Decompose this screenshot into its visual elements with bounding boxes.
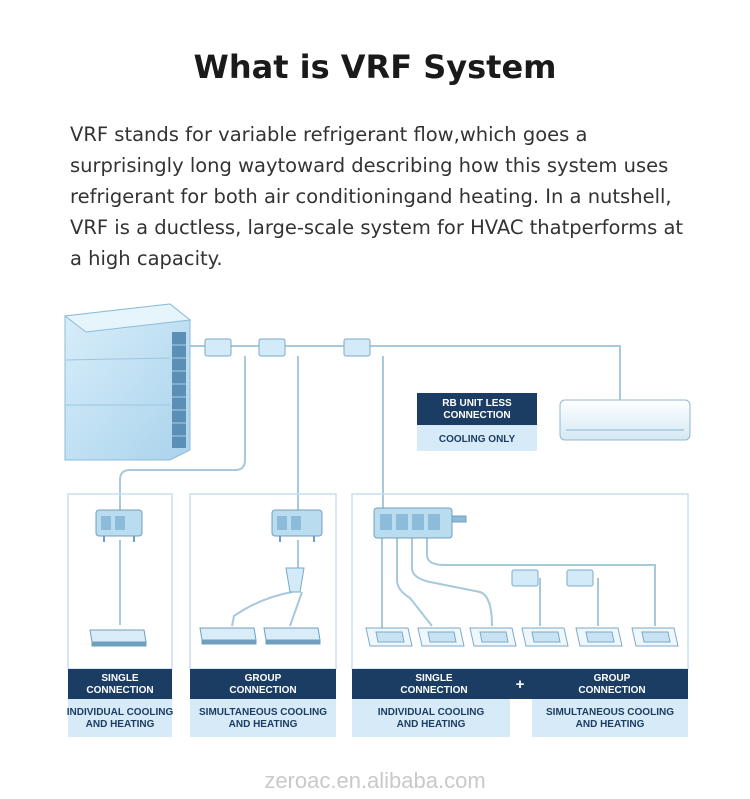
panel-4-desc-line2: AND HEATING <box>576 719 645 730</box>
cassette-unit-5 <box>575 627 623 647</box>
panel-1-desc-line2: AND HEATING <box>86 719 155 730</box>
rb-title-line2: CONNECTION <box>443 410 510 421</box>
ducted-unit-3 <box>263 627 321 645</box>
box-unit-1 <box>95 509 143 542</box>
cassette-unit-1 <box>365 627 413 647</box>
panel-4-title-line1: GROUP <box>594 673 631 684</box>
outdoor-unit <box>63 303 192 461</box>
cassette-unit-6 <box>631 627 679 647</box>
ducted-unit-1 <box>89 629 147 647</box>
cassette-unit-3 <box>469 627 517 647</box>
rb-subtitle: COOLING ONLY <box>439 434 516 445</box>
panel-label-3-4: SINGLE CONNECTION + GROUP CONNECTION IND… <box>352 669 688 737</box>
branch-joints <box>204 338 594 593</box>
ducted-unit-2 <box>199 627 257 645</box>
panel-3-title-line1: SINGLE <box>415 673 453 684</box>
cassette-units <box>365 627 679 647</box>
watermark: zeroac.en.alibaba.com <box>264 768 486 793</box>
rb-title-line1: RB UNIT LESS <box>442 398 512 409</box>
panel-2-title-line1: GROUP <box>245 673 282 684</box>
panel-label-1: SINGLE CONNECTION INDIVIDUAL COOLING AND… <box>67 669 174 737</box>
panel-4-title-line2: CONNECTION <box>578 685 645 696</box>
panel-1-title-line1: SINGLE <box>101 673 139 684</box>
panel-2-title-line2: CONNECTION <box>229 685 296 696</box>
wall-mounted-unit <box>559 399 691 441</box>
box-unit-2 <box>271 509 323 542</box>
cassette-unit-4 <box>521 627 569 647</box>
rb-unit-label: RB UNIT LESS CONNECTION COOLING ONLY <box>417 393 537 451</box>
panel-3-desc-line1: INDIVIDUAL COOLING <box>378 707 485 718</box>
panel-4-desc-line1: SIMULTANEOUS COOLING <box>546 707 674 718</box>
panel-1-title-line2: CONNECTION <box>86 685 153 696</box>
page-title: What is VRF System <box>193 48 557 86</box>
ducted-units <box>89 627 321 647</box>
cassette-unit-2 <box>417 627 465 647</box>
panel-2-desc-line2: AND HEATING <box>229 719 298 730</box>
refrigerant-pipes <box>119 345 656 630</box>
intro-paragraph: VRF stands for variable refrigerant flow… <box>70 123 684 270</box>
box-units <box>95 507 467 542</box>
panel-label-2: GROUP CONNECTION SIMULTANEOUS COOLING AN… <box>190 669 336 737</box>
panel-3-desc-line2: AND HEATING <box>397 719 466 730</box>
multi-port-box-unit <box>373 507 467 539</box>
panel-3-title-line2: CONNECTION <box>400 685 467 696</box>
panel-1-desc-line1: INDIVIDUAL COOLING <box>67 707 174 718</box>
panel-2-desc-line1: SIMULTANEOUS COOLING <box>199 707 327 718</box>
plus-sign: + <box>516 676 525 693</box>
